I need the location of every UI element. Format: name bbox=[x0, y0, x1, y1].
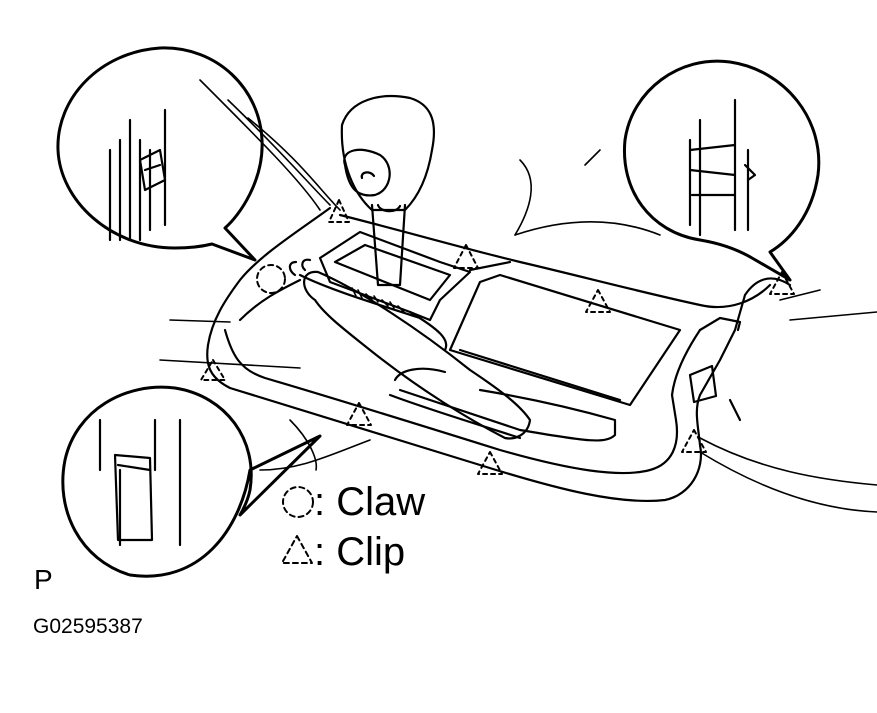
console-tray bbox=[450, 262, 680, 405]
shift-lever bbox=[342, 96, 434, 285]
callout-detail-upper-right bbox=[624, 61, 818, 280]
parking-brake-handle bbox=[290, 260, 615, 441]
clip-markers bbox=[201, 200, 794, 474]
clip-marker bbox=[347, 403, 371, 425]
clip-marker bbox=[454, 245, 478, 268]
claw-markers bbox=[257, 265, 285, 293]
shift-position-marks bbox=[352, 288, 404, 312]
legend-clip-label: : Clip bbox=[314, 530, 406, 574]
legend-claw-label: : Claw bbox=[314, 480, 426, 524]
legend-claw-symbol bbox=[283, 487, 313, 517]
figure-marker: P bbox=[34, 564, 53, 595]
clip-marker bbox=[201, 360, 225, 380]
console-panel bbox=[207, 208, 790, 501]
callout-detail-upper-left bbox=[58, 48, 262, 260]
clip-marker bbox=[329, 200, 349, 222]
shift-gate bbox=[300, 232, 470, 350]
legend-clip-symbol bbox=[282, 536, 312, 563]
clip-marker bbox=[770, 272, 794, 294]
callout-detail-lower-left bbox=[63, 387, 320, 576]
interior-background-lines bbox=[160, 80, 877, 512]
claw-marker bbox=[257, 265, 285, 293]
clip-marker bbox=[478, 452, 502, 474]
legend-symbols bbox=[282, 487, 313, 563]
clip-marker bbox=[586, 290, 610, 312]
figure-code: G02595387 bbox=[33, 615, 143, 638]
clip-marker bbox=[682, 430, 706, 452]
